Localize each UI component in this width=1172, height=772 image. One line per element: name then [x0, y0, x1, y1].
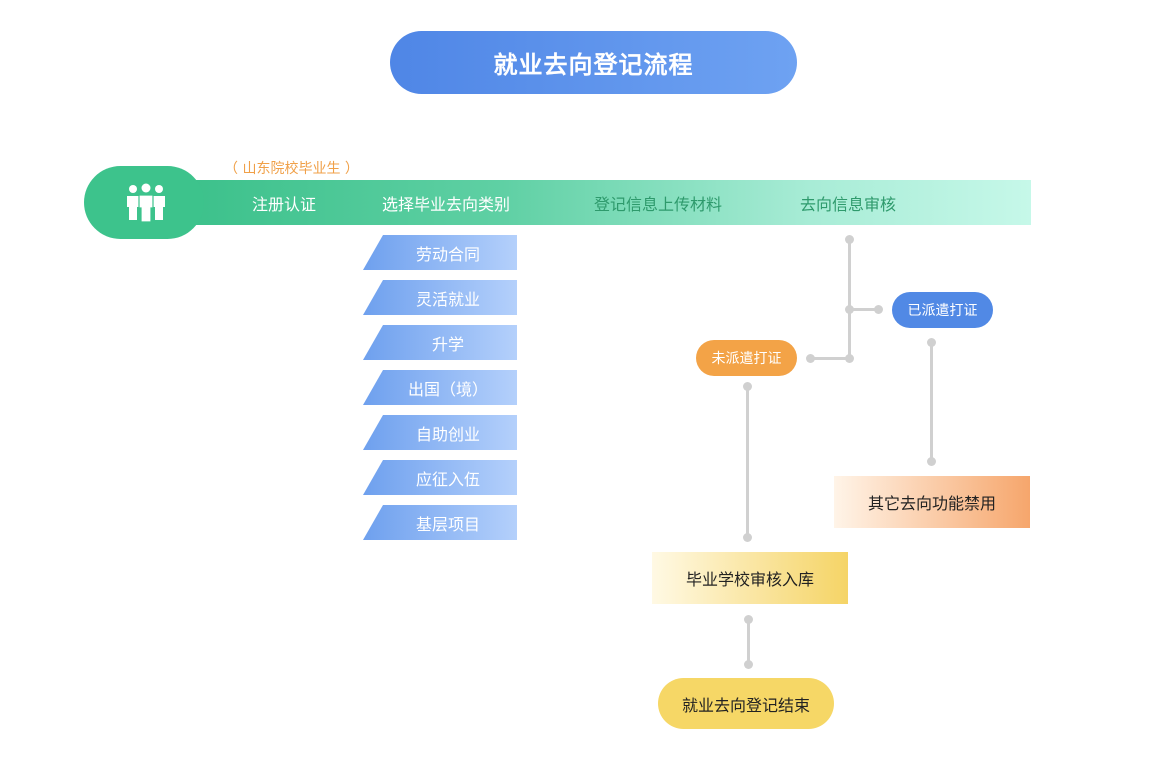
- node-end: 就业去向登记结束: [658, 678, 834, 729]
- connector-line: [848, 240, 851, 358]
- people-group-icon: [127, 183, 165, 223]
- connector-line: [849, 308, 878, 311]
- connector-dot: [845, 354, 854, 363]
- node-school-review: 毕业学校审核入库: [652, 552, 848, 604]
- category-item: 灵活就业: [363, 280, 517, 315]
- connector-line: [930, 343, 933, 461]
- category-item: 应征入伍: [363, 460, 517, 495]
- node-not-dispatched: 未派遣打证: [696, 340, 797, 376]
- process-band: [150, 180, 1031, 225]
- connector-dot: [927, 457, 936, 466]
- step-review: 去向信息审核: [800, 194, 897, 214]
- category-item: 基层项目: [363, 505, 517, 540]
- step-register: 注册认证: [252, 194, 317, 214]
- category-item: 自助创业: [363, 415, 517, 450]
- connector-dot: [845, 305, 854, 314]
- page-title: 就业去向登记流程: [390, 31, 797, 94]
- connector-line: [747, 620, 750, 664]
- connector-dot: [806, 354, 815, 363]
- connector-dot: [845, 235, 854, 244]
- connector-dot: [744, 660, 753, 669]
- step-upload: 登记信息上传材料: [594, 194, 723, 214]
- connector-dot: [744, 615, 753, 624]
- graduate-note: （ 山东院校毕业生 ）: [224, 161, 359, 177]
- connector-dot: [743, 382, 752, 391]
- category-item: 劳动合同: [363, 235, 517, 270]
- node-other-disabled: 其它去向功能禁用: [834, 476, 1030, 528]
- step-select-category: 选择毕业去向类别: [382, 194, 511, 214]
- connector-dot: [743, 533, 752, 542]
- connector-line: [811, 357, 850, 360]
- category-item: 出国（境）: [363, 370, 517, 405]
- connector-dot: [874, 305, 883, 314]
- connector-dot: [927, 338, 936, 347]
- connector-line: [746, 387, 749, 538]
- node-dispatched: 已派遣打证: [892, 292, 993, 328]
- category-item: 升学: [363, 325, 517, 360]
